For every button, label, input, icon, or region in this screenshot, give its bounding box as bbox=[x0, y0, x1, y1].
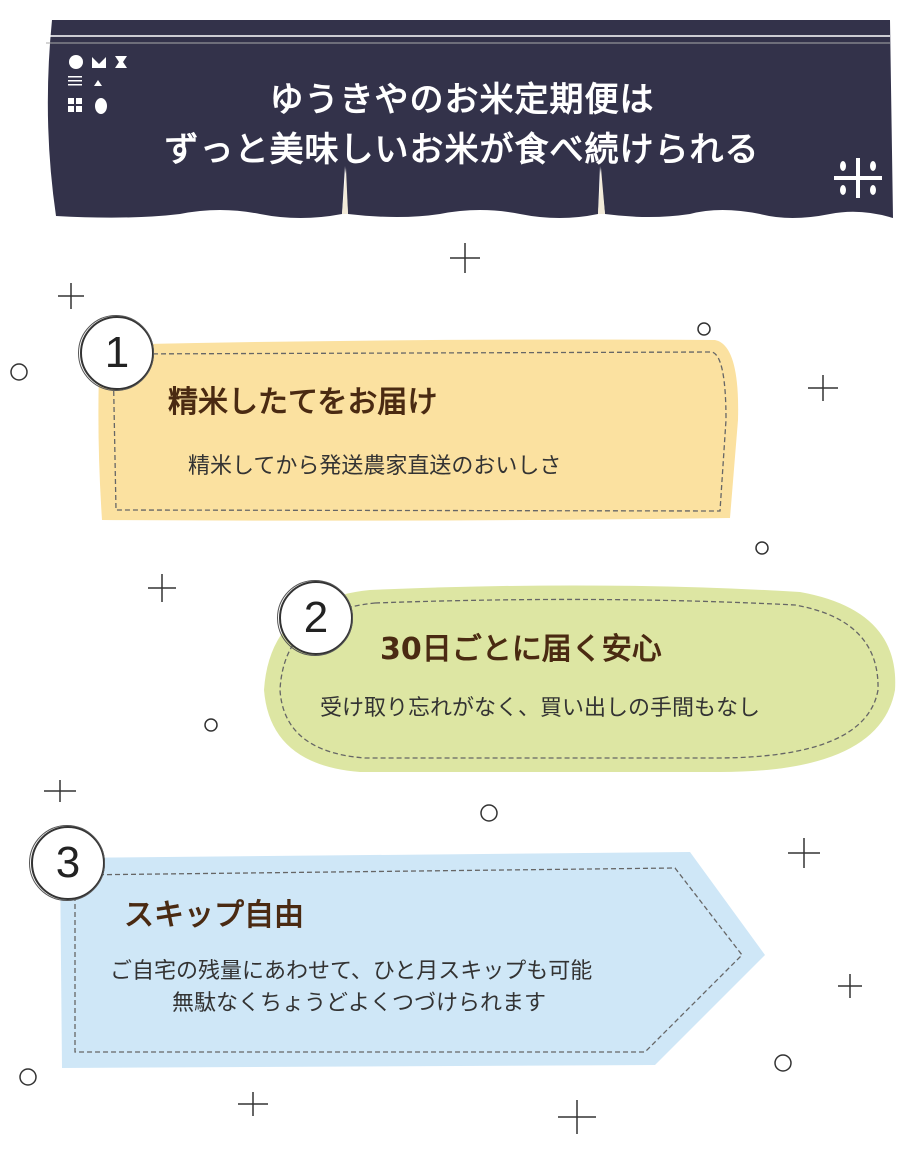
feature-2-text: 受け取り忘れがなく、買い出しの手間もなし bbox=[320, 696, 761, 721]
feature-1-heading: 精米したてをお届け bbox=[168, 385, 438, 420]
feature-2-card bbox=[264, 585, 896, 772]
feature-1-number: 1 bbox=[78, 315, 154, 391]
feature-3-heading: スキップ自由 bbox=[124, 898, 304, 933]
banner-title-line1: ゆうきやのお米定期便は bbox=[269, 80, 655, 120]
feature-3-number: 3 bbox=[29, 825, 105, 901]
feature-1-text: 精米してから発送農家直送のおいしさ bbox=[188, 454, 562, 479]
feature-3-card bbox=[60, 852, 765, 1068]
feature-1-card bbox=[98, 339, 739, 521]
feature-3-text-line1: ご自宅の残量にあわせて、ひと月スキップも可能 bbox=[110, 959, 593, 984]
feature-3-text-line2: 無駄なくちょうどよくつづけられます bbox=[172, 991, 547, 1016]
banner-title-line2: ずっと美味しいお米が食べ続けられる bbox=[164, 130, 760, 170]
feature-2-heading: 30日ごとに届く安心 bbox=[380, 632, 662, 667]
rice-kanji-icon bbox=[834, 158, 882, 198]
noren-banner bbox=[47, 20, 894, 218]
feature-2-number: 2 bbox=[277, 580, 353, 656]
sparkle-decorations bbox=[10, 243, 862, 1134]
logo-icon bbox=[68, 55, 127, 114]
